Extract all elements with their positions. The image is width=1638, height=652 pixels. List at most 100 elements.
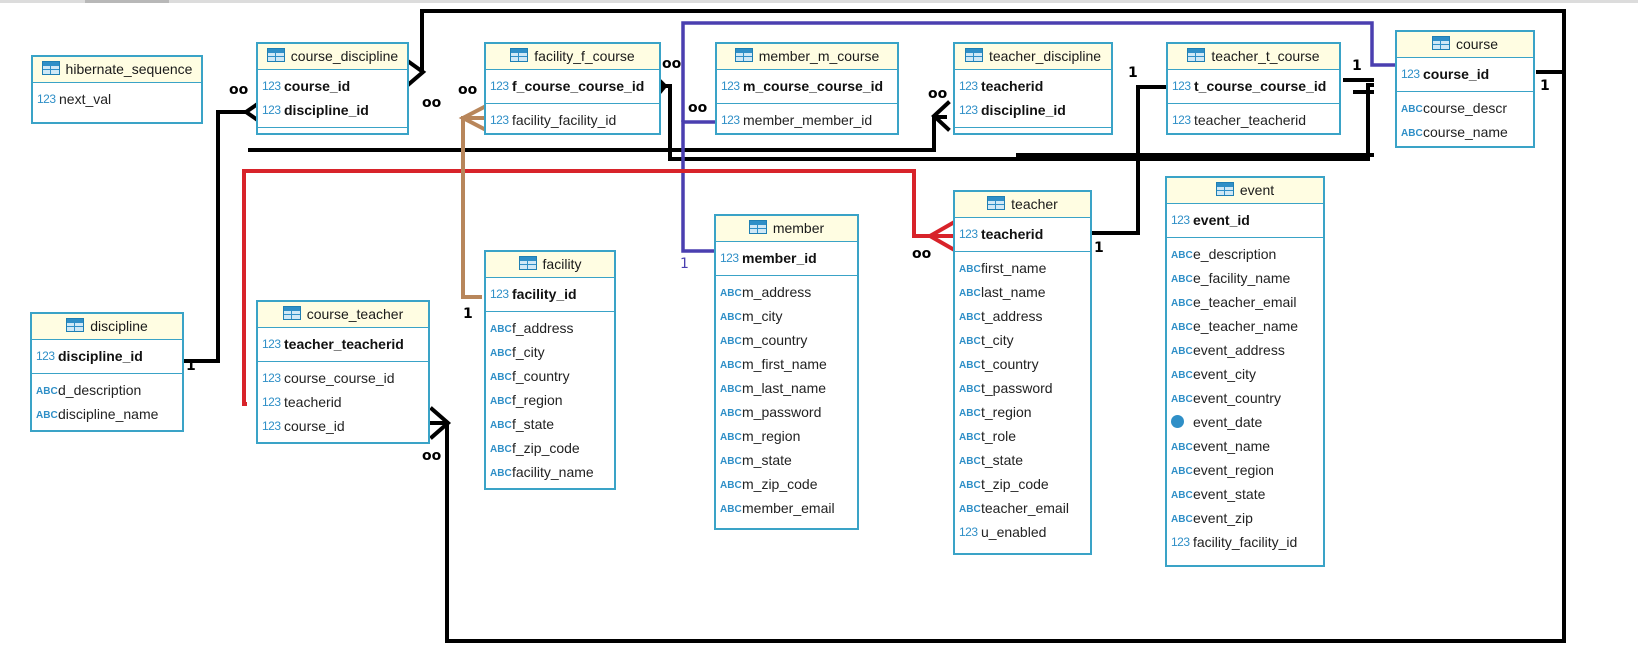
column-course-name[interactable]: ABCcourse_name (1397, 120, 1533, 144)
column-m-region[interactable]: ABCm_region (716, 424, 857, 448)
column-m-last-name[interactable]: ABCm_last_name (716, 376, 857, 400)
column-t-role[interactable]: ABCt_role (955, 424, 1090, 448)
column-d-description[interactable]: ABCd_description (32, 378, 182, 402)
column-f-state[interactable]: ABCf_state (486, 412, 614, 436)
entity-header[interactable]: facility (486, 252, 614, 278)
column-name: t_role (981, 428, 1017, 444)
column-t-region[interactable]: ABCt_region (955, 400, 1090, 424)
column-e-teacher-name[interactable]: ABCe_teacher_name (1167, 314, 1323, 338)
column-f-zip-code[interactable]: ABCf_zip_code (486, 436, 614, 460)
column-f-city[interactable]: ABCf_city (486, 340, 614, 364)
column-event-country[interactable]: ABCevent_country (1167, 386, 1323, 410)
column-m-address[interactable]: ABCm_address (716, 280, 857, 304)
column-m-password[interactable]: ABCm_password (716, 400, 857, 424)
column-facility-name[interactable]: ABCfacility_name (486, 460, 614, 484)
column-f-address[interactable]: ABCf_address (486, 316, 614, 340)
entity-header[interactable]: teacher_t_course (1168, 44, 1339, 70)
column-t-state[interactable]: ABCt_state (955, 448, 1090, 472)
entity-header[interactable]: teacher (955, 192, 1090, 218)
column-e-description[interactable]: ABCe_description (1167, 242, 1323, 266)
column-event-zip[interactable]: ABCevent_zip (1167, 506, 1323, 530)
column-discipline-name[interactable]: ABCdiscipline_name (32, 402, 182, 426)
entity-header[interactable]: facility_f_course (486, 44, 659, 70)
column-course-descr[interactable]: ABCcourse_descr (1397, 96, 1533, 120)
column-last-name[interactable]: ABClast_name (955, 280, 1090, 304)
entity-header[interactable]: event (1167, 178, 1323, 204)
text-type-icon: ABC (720, 504, 742, 515)
column-event-city[interactable]: ABCevent_city (1167, 362, 1323, 386)
entity-header[interactable]: discipline (32, 314, 182, 340)
column-first-name[interactable]: ABCfirst_name (955, 256, 1090, 280)
entity-header[interactable]: member_m_course (717, 44, 897, 70)
column-event-date[interactable]: event_date (1167, 410, 1323, 434)
column-t-password[interactable]: ABCt_password (955, 376, 1090, 400)
entity-header[interactable]: member (716, 216, 857, 242)
column-event-state[interactable]: ABCevent_state (1167, 482, 1323, 506)
entity-header[interactable]: course_teacher (258, 302, 428, 328)
text-type-icon: ABC (36, 386, 58, 397)
column-e-teacher-email[interactable]: ABCe_teacher_email (1167, 290, 1323, 314)
column-event-name[interactable]: ABCevent_name (1167, 434, 1323, 458)
column-t-country[interactable]: ABCt_country (955, 352, 1090, 376)
column-m-zip-code[interactable]: ABCm_zip_code (716, 472, 857, 496)
column-m-country[interactable]: ABCm_country (716, 328, 857, 352)
column-event-region[interactable]: ABCevent_region (1167, 458, 1323, 482)
column-e-facility-name[interactable]: ABCe_facility_name (1167, 266, 1323, 290)
entity-header[interactable]: course_discipline (258, 44, 407, 70)
column-event-address[interactable]: ABCevent_address (1167, 338, 1323, 362)
column-member-email[interactable]: ABCmember_email (716, 496, 857, 520)
column-m-state[interactable]: ABCm_state (716, 448, 857, 472)
column-t-city[interactable]: ABCt_city (955, 328, 1090, 352)
column-t-address[interactable]: ABCt_address (955, 304, 1090, 328)
table-icon (964, 48, 983, 62)
column-teacher-email[interactable]: ABCteacher_email (955, 496, 1090, 520)
column-f-country[interactable]: ABCf_country (486, 364, 614, 388)
editor-tab[interactable] (85, 0, 169, 3)
entity-header[interactable]: hibernate_sequence (33, 57, 201, 83)
entity-header[interactable]: course (1397, 32, 1533, 58)
entity-header[interactable]: teacher_discipline (955, 44, 1111, 70)
column-f-region[interactable]: ABCf_region (486, 388, 614, 412)
column-name: course_descr (1423, 100, 1508, 116)
column-m-first-name[interactable]: ABCm_first_name (716, 352, 857, 376)
column-t-zip-code[interactable]: ABCt_zip_code (955, 472, 1090, 496)
column-m-city[interactable]: ABCm_city (716, 304, 857, 328)
